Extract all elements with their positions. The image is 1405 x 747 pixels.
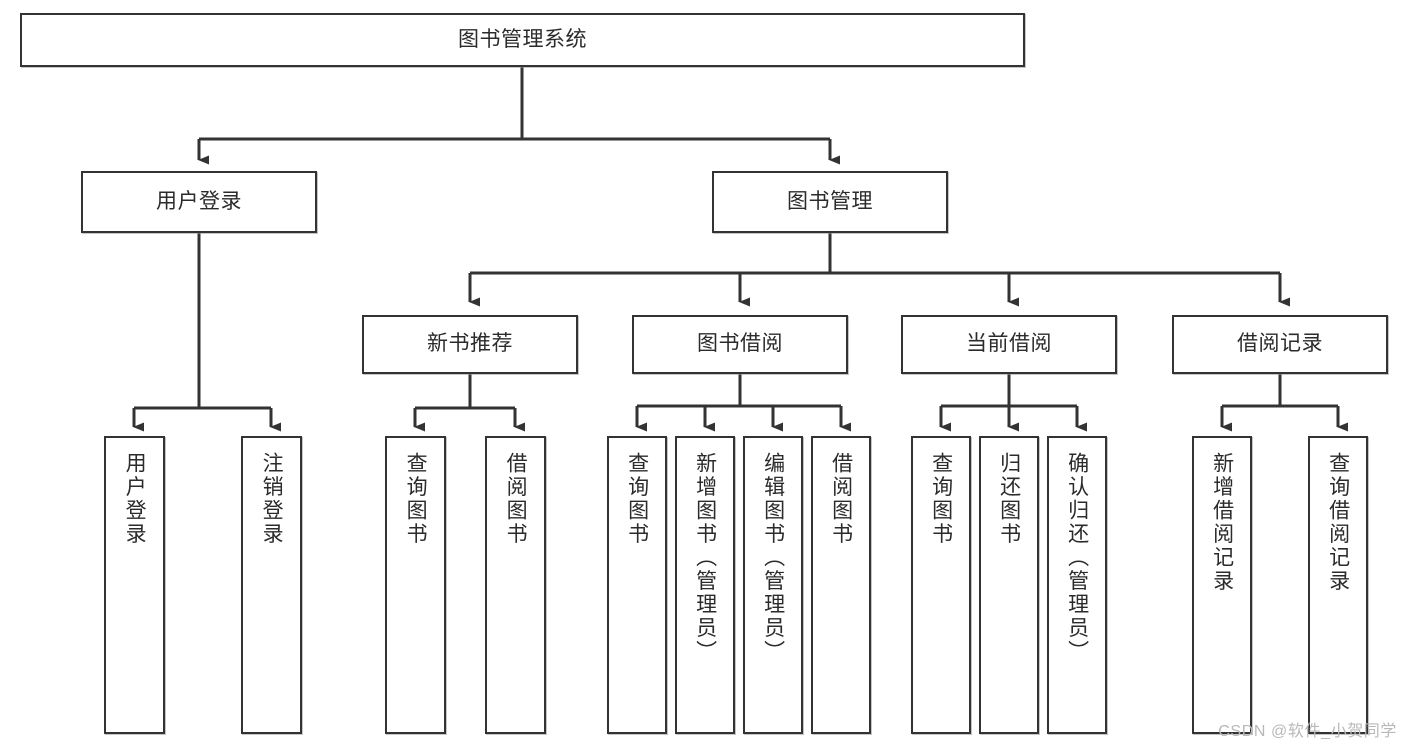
- node-leaf-return-book-label: 归还图书: [997, 452, 1021, 546]
- node-book-borrow-label: 图书借阅: [697, 332, 783, 356]
- node-leaf-user-logout-label: 注销登录: [260, 452, 284, 546]
- node-leaf-add-record-label: 新增借阅记录: [1210, 452, 1234, 593]
- node-leaf-query-book-2-label: 查询图书: [625, 452, 649, 546]
- node-leaf-borrow-book-2-label: 借阅图书: [829, 452, 853, 546]
- node-new-book-recommend-label: 新书推荐: [427, 332, 513, 356]
- node-book-management[interactable]: 图书管理: [712, 171, 948, 233]
- node-leaf-confirm-return-label: 确认归还（管理员）: [1065, 452, 1089, 664]
- node-root-label: 图书管理系统: [458, 27, 587, 51]
- node-book-borrow[interactable]: 图书借阅: [632, 315, 848, 374]
- node-leaf-add-book[interactable]: 新增图书（管理员）: [675, 436, 735, 734]
- node-borrow-record[interactable]: 借阅记录: [1172, 315, 1388, 374]
- node-leaf-edit-book-label: 编辑图书（管理员）: [761, 452, 785, 664]
- node-borrow-record-label: 借阅记录: [1237, 332, 1323, 356]
- node-leaf-user-login-label: 用户登录: [123, 452, 147, 546]
- node-leaf-edit-book[interactable]: 编辑图书（管理员）: [743, 436, 803, 734]
- node-leaf-return-book[interactable]: 归还图书: [979, 436, 1039, 734]
- node-book-management-label: 图书管理: [787, 189, 873, 213]
- node-leaf-query-book-2[interactable]: 查询图书: [607, 436, 667, 734]
- node-current-borrow[interactable]: 当前借阅: [901, 315, 1117, 374]
- node-leaf-add-record[interactable]: 新增借阅记录: [1192, 436, 1252, 734]
- node-leaf-confirm-return[interactable]: 确认归还（管理员）: [1047, 436, 1107, 734]
- node-leaf-query-book-3-label: 查询图书: [929, 452, 953, 546]
- node-leaf-query-record[interactable]: 查询借阅记录: [1308, 436, 1368, 734]
- node-new-book-recommend[interactable]: 新书推荐: [362, 315, 578, 374]
- node-leaf-query-book-1-label: 查询图书: [404, 452, 428, 546]
- node-leaf-borrow-book-1[interactable]: 借阅图书: [485, 436, 546, 734]
- node-current-borrow-label: 当前借阅: [966, 332, 1052, 356]
- node-leaf-user-login[interactable]: 用户登录: [104, 436, 165, 734]
- node-leaf-borrow-book-1-label: 借阅图书: [504, 452, 528, 546]
- node-leaf-user-logout[interactable]: 注销登录: [241, 436, 302, 734]
- node-leaf-query-book-1[interactable]: 查询图书: [385, 436, 446, 734]
- node-leaf-add-book-label: 新增图书（管理员）: [693, 452, 717, 664]
- csdn-watermark: CSDN @软件_小贺同学: [1218, 723, 1397, 740]
- node-leaf-query-record-label: 查询借阅记录: [1326, 452, 1350, 593]
- node-user-login[interactable]: 用户登录: [81, 171, 317, 233]
- node-user-login-label: 用户登录: [156, 189, 242, 213]
- node-leaf-borrow-book-2[interactable]: 借阅图书: [811, 436, 871, 734]
- node-root[interactable]: 图书管理系统: [20, 13, 1025, 67]
- node-leaf-query-book-3[interactable]: 查询图书: [911, 436, 971, 734]
